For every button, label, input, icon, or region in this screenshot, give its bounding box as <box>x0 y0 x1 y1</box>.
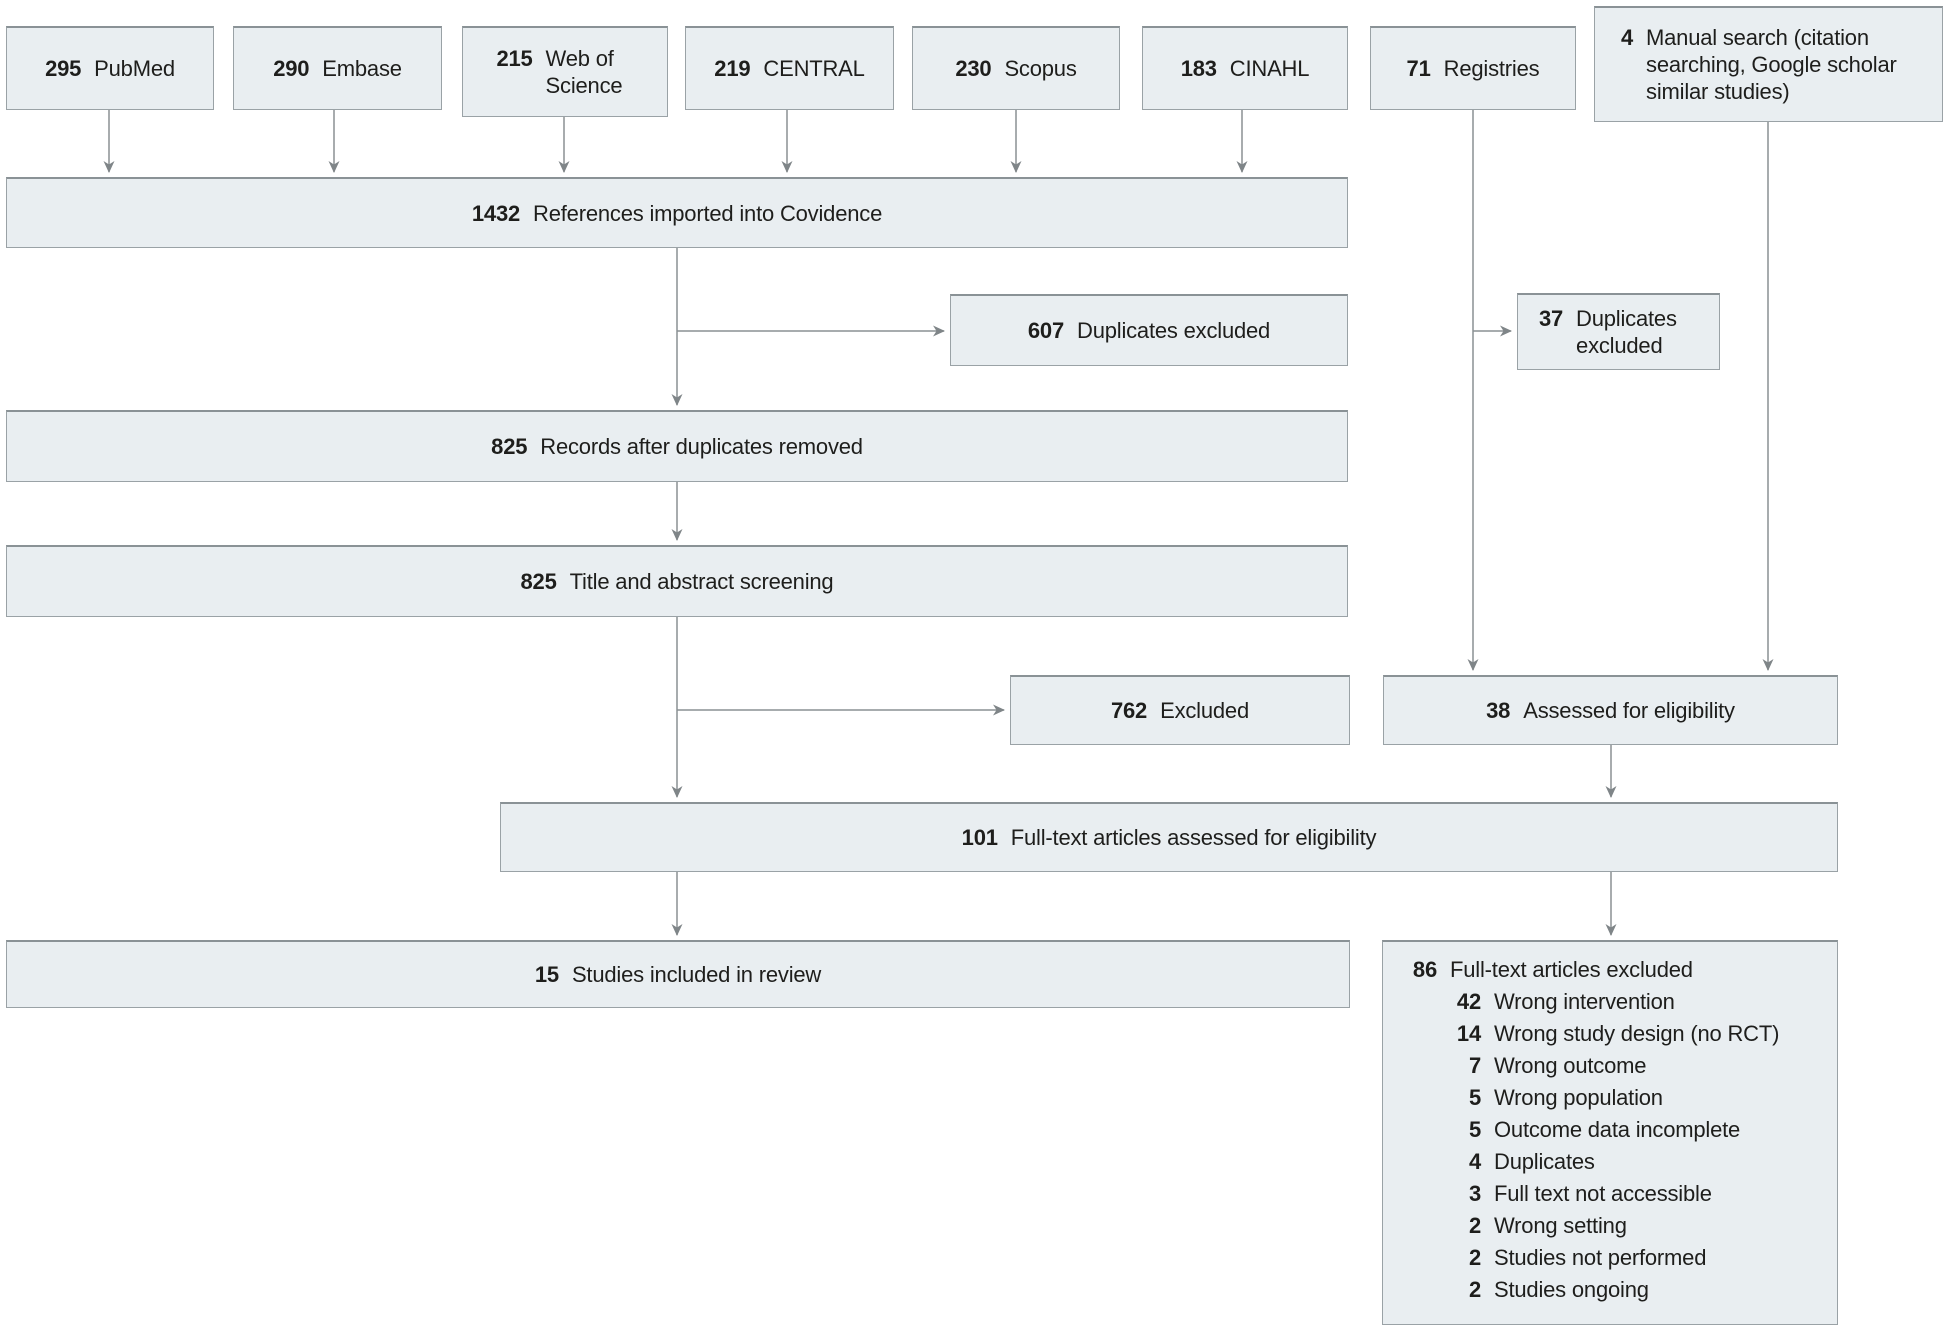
source-count: 295 <box>45 56 82 81</box>
source-label: Manual search (citation searching, Googl… <box>1646 25 1897 104</box>
node-records-after-duplicates: 825 Records after duplicates removed <box>6 410 1348 482</box>
reason-count: 3 <box>1468 1181 1481 1206</box>
source-label: Scopus <box>1004 56 1077 81</box>
reason-count: 42 <box>1456 989 1481 1014</box>
node-label: Title and abstract screening <box>569 569 834 594</box>
node-count: 86 <box>1412 957 1437 982</box>
source-count: 215 <box>496 46 533 71</box>
exclusion-reason-row: 14 Wrong study design (no RCT) <box>1403 1018 1779 1050</box>
node-count: 607 <box>1027 318 1064 343</box>
reason-label: Wrong population <box>1494 1085 1663 1110</box>
reason-label: Duplicates <box>1494 1149 1595 1174</box>
exclusion-reason-row: 2 Studies ongoing <box>1403 1274 1779 1306</box>
node-label: Records after duplicates removed <box>540 434 863 459</box>
reason-count: 2 <box>1468 1213 1481 1238</box>
source-box-registries: 71 Registries <box>1370 26 1576 110</box>
node-count: 101 <box>961 825 998 850</box>
reason-label: Wrong outcome <box>1494 1053 1647 1078</box>
node-label: Duplicates excluded <box>1077 318 1271 343</box>
node-count: 37 <box>1538 306 1564 331</box>
source-count: 290 <box>273 56 310 81</box>
reason-count: 4 <box>1468 1149 1481 1174</box>
source-box-embase: 290 Embase <box>233 26 442 110</box>
node-label: Duplicates excluded <box>1576 306 1677 358</box>
exclusion-reason-row: 5 Wrong population <box>1403 1082 1779 1114</box>
node-excluded: 762 Excluded <box>1010 675 1350 745</box>
node-count: 762 <box>1110 698 1148 723</box>
reason-label: Outcome data incomplete <box>1494 1117 1741 1142</box>
source-count: 183 <box>1180 56 1217 81</box>
source-box-central: 219 CENTRAL <box>685 26 894 110</box>
node-label: Assessed for eligibility <box>1523 698 1735 723</box>
source-label: PubMed <box>94 56 175 81</box>
source-label: Registries <box>1443 56 1540 81</box>
source-box-pubmed: 295 PubMed <box>6 26 214 110</box>
reason-label: Full text not accessible <box>1494 1181 1712 1206</box>
source-label: CINAHL <box>1229 56 1310 81</box>
node-studies-included: 15 Studies included in review <box>6 940 1350 1008</box>
exclusion-reason-row: 2 Wrong setting <box>1403 1210 1779 1242</box>
exclusion-header: 86 Full-text articles excluded <box>1403 954 1779 986</box>
exclusion-reason-row: 42 Wrong intervention <box>1403 986 1779 1018</box>
reason-count: 5 <box>1468 1085 1481 1110</box>
source-count: 230 <box>955 56 992 81</box>
reason-count: 5 <box>1468 1117 1481 1142</box>
source-label: Web of Science <box>545 46 623 98</box>
reason-count: 2 <box>1468 1277 1481 1302</box>
source-count: 71 <box>1406 56 1431 81</box>
source-count: 219 <box>714 56 751 81</box>
reason-label: Wrong intervention <box>1494 989 1675 1014</box>
source-box-scopus: 230 Scopus <box>912 26 1120 110</box>
source-count: 4 <box>1620 25 1634 50</box>
node-duplicates-excluded-main: 607 Duplicates excluded <box>950 294 1348 366</box>
source-box-web-of-science: 215 Web of Science <box>462 26 668 117</box>
node-fulltext-assessed: 101 Full-text articles assessed for eligi… <box>500 802 1838 872</box>
node-label: Studies included in review <box>571 962 822 987</box>
source-label: CENTRAL <box>763 56 865 81</box>
node-count: 15 <box>534 962 559 987</box>
exclusion-reason-row: 5 Outcome data incomplete <box>1403 1114 1779 1146</box>
exclusion-reason-row: 7 Wrong outcome <box>1403 1050 1779 1082</box>
reason-count: 14 <box>1456 1021 1481 1046</box>
source-box-manual-search: 4 Manual search (citation searching, Goog… <box>1594 6 1943 122</box>
reason-label: Studies ongoing <box>1494 1277 1649 1302</box>
node-label: References imported into Covidence <box>533 200 883 226</box>
node-label: Full-text articles excluded <box>1450 957 1693 982</box>
reason-label: Wrong study design (no RCT) <box>1494 1021 1780 1046</box>
source-box-cinahl: 183 CINAHL <box>1142 26 1348 110</box>
source-label: Embase <box>322 56 402 81</box>
node-count: 1432 <box>471 200 521 226</box>
reason-count: 7 <box>1468 1053 1481 1078</box>
exclusion-reason-row: 3 Full text not accessible <box>1403 1178 1779 1210</box>
reason-label: Wrong setting <box>1494 1213 1627 1238</box>
node-assessed-for-eligibility: 38 Assessed for eligibility <box>1383 675 1838 745</box>
exclusion-reason-row: 2 Studies not performed <box>1403 1242 1779 1274</box>
node-label: Full-text articles assessed for eligibil… <box>1010 825 1377 850</box>
node-references-imported: 1432 References imported into Covidence <box>6 177 1348 248</box>
node-count: 825 <box>491 434 528 459</box>
node-count: 825 <box>520 569 557 594</box>
node-count: 38 <box>1486 698 1511 723</box>
reason-label: Studies not performed <box>1494 1245 1707 1270</box>
node-duplicates-excluded-registries: 37 Duplicates excluded <box>1517 293 1720 370</box>
reason-count: 2 <box>1468 1245 1481 1270</box>
node-label: Excluded <box>1160 698 1249 723</box>
node-title-abstract-screening: 825 Title and abstract screening <box>6 545 1348 617</box>
exclusion-reason-row: 4 Duplicates <box>1403 1146 1779 1178</box>
